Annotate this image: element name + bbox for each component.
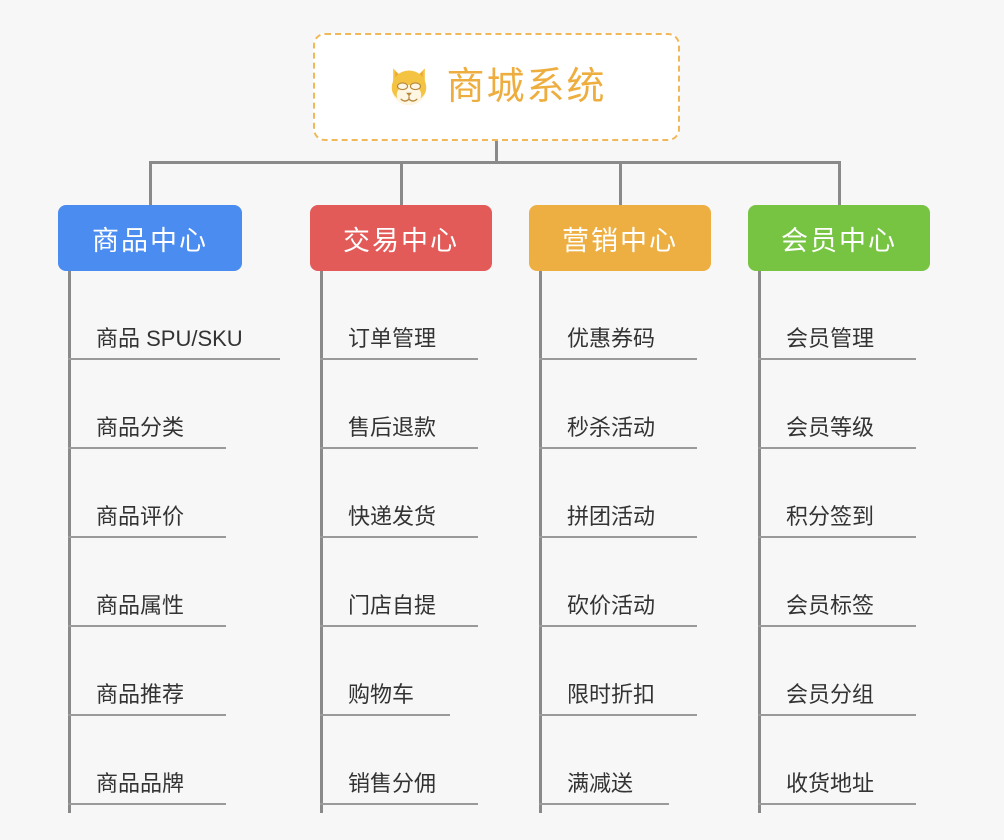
list-item[interactable]: 商品 SPU/SKU xyxy=(68,271,280,360)
leaf-list-member: 会员管理 会员等级 积分签到 会员标签 会员分组 收货地址 xyxy=(758,271,916,805)
leaf-label: 商品品牌 xyxy=(68,770,226,805)
leaf-label: 商品 SPU/SKU xyxy=(68,325,280,360)
list-item[interactable]: 会员分组 xyxy=(758,627,916,716)
list-item[interactable]: 拼团活动 xyxy=(539,449,697,538)
list-item[interactable]: 订单管理 xyxy=(320,271,478,360)
branch-spine-member xyxy=(758,271,761,813)
list-item[interactable]: 购物车 xyxy=(320,627,478,716)
branch-title-product: 商品中心 xyxy=(92,225,208,256)
leaf-label: 商品分类 xyxy=(68,414,226,449)
leaf-label: 商品推荐 xyxy=(68,681,226,716)
list-item[interactable]: 会员管理 xyxy=(758,271,916,360)
leaf-label: 会员管理 xyxy=(758,325,916,360)
connector-root-drop xyxy=(495,141,498,164)
leaf-label: 商品属性 xyxy=(68,592,226,627)
connector-branch-drop-marketing xyxy=(619,161,622,207)
list-item[interactable]: 会员标签 xyxy=(758,538,916,627)
list-item[interactable]: 门店自提 xyxy=(320,538,478,627)
branch-title-marketing: 营销中心 xyxy=(562,225,678,256)
leaf-label: 会员分组 xyxy=(758,681,916,716)
connector-branch-drop-product xyxy=(149,161,152,207)
list-item[interactable]: 会员等级 xyxy=(758,360,916,449)
branch-header-marketing[interactable]: 营销中心 xyxy=(529,205,711,271)
leaf-label: 积分签到 xyxy=(758,503,916,538)
leaf-label: 购物车 xyxy=(320,681,450,716)
leaf-label: 砍价活动 xyxy=(539,592,697,627)
branch-header-trade[interactable]: 交易中心 xyxy=(310,205,492,271)
branch-spine-trade xyxy=(320,271,323,813)
list-item[interactable]: 商品评价 xyxy=(68,449,280,538)
list-item[interactable]: 售后退款 xyxy=(320,360,478,449)
leaf-label: 收货地址 xyxy=(758,770,916,805)
list-item[interactable]: 积分签到 xyxy=(758,449,916,538)
leaf-label: 限时折扣 xyxy=(539,681,697,716)
list-item[interactable]: 快递发货 xyxy=(320,449,478,538)
list-item[interactable]: 满减送 xyxy=(539,716,697,805)
list-item[interactable]: 商品推荐 xyxy=(68,627,280,716)
branch-title-trade: 交易中心 xyxy=(343,225,459,256)
list-item[interactable]: 销售分佣 xyxy=(320,716,478,805)
list-item[interactable]: 商品品牌 xyxy=(68,716,280,805)
leaf-list-marketing: 优惠券码 秒杀活动 拼团活动 砍价活动 限时折扣 满减送 xyxy=(539,271,697,805)
leaf-list-trade: 订单管理 售后退款 快递发货 门店自提 购物车 销售分佣 xyxy=(320,271,478,805)
dog-face-icon xyxy=(392,68,427,105)
connector-branch-drop-member xyxy=(838,161,841,207)
branch-spine-product xyxy=(68,271,71,813)
leaf-label: 门店自提 xyxy=(320,592,478,627)
leaf-list-product: 商品 SPU/SKU 商品分类 商品评价 商品属性 商品推荐 商品品牌 xyxy=(68,271,280,805)
branch-title-member: 会员中心 xyxy=(781,225,897,256)
leaf-label: 拼团活动 xyxy=(539,503,697,538)
leaf-label: 商品评价 xyxy=(68,503,226,538)
leaf-label: 秒杀活动 xyxy=(539,414,697,449)
connector-horizontal-bus xyxy=(150,161,840,164)
branch-spine-marketing xyxy=(539,271,542,813)
leaf-label: 优惠券码 xyxy=(539,325,697,360)
list-item[interactable]: 优惠券码 xyxy=(539,271,697,360)
list-item[interactable]: 商品属性 xyxy=(68,538,280,627)
branch-header-member[interactable]: 会员中心 xyxy=(748,205,930,271)
list-item[interactable]: 收货地址 xyxy=(758,716,916,805)
list-item[interactable]: 限时折扣 xyxy=(539,627,697,716)
list-item[interactable]: 商品分类 xyxy=(68,360,280,449)
root-title: 商城系统 xyxy=(446,66,607,108)
list-item[interactable]: 砍价活动 xyxy=(539,538,697,627)
leaf-label: 订单管理 xyxy=(320,325,478,360)
leaf-label: 满减送 xyxy=(539,770,669,805)
leaf-label: 售后退款 xyxy=(320,414,478,449)
branch-header-product[interactable]: 商品中心 xyxy=(58,205,242,271)
leaf-label: 快递发货 xyxy=(320,503,478,538)
connector-branch-drop-trade xyxy=(400,161,403,207)
leaf-label: 销售分佣 xyxy=(320,770,478,805)
list-item[interactable]: 秒杀活动 xyxy=(539,360,697,449)
root-node[interactable]: 商城系统 xyxy=(313,33,680,141)
leaf-label: 会员标签 xyxy=(758,592,916,627)
leaf-label: 会员等级 xyxy=(758,414,916,449)
